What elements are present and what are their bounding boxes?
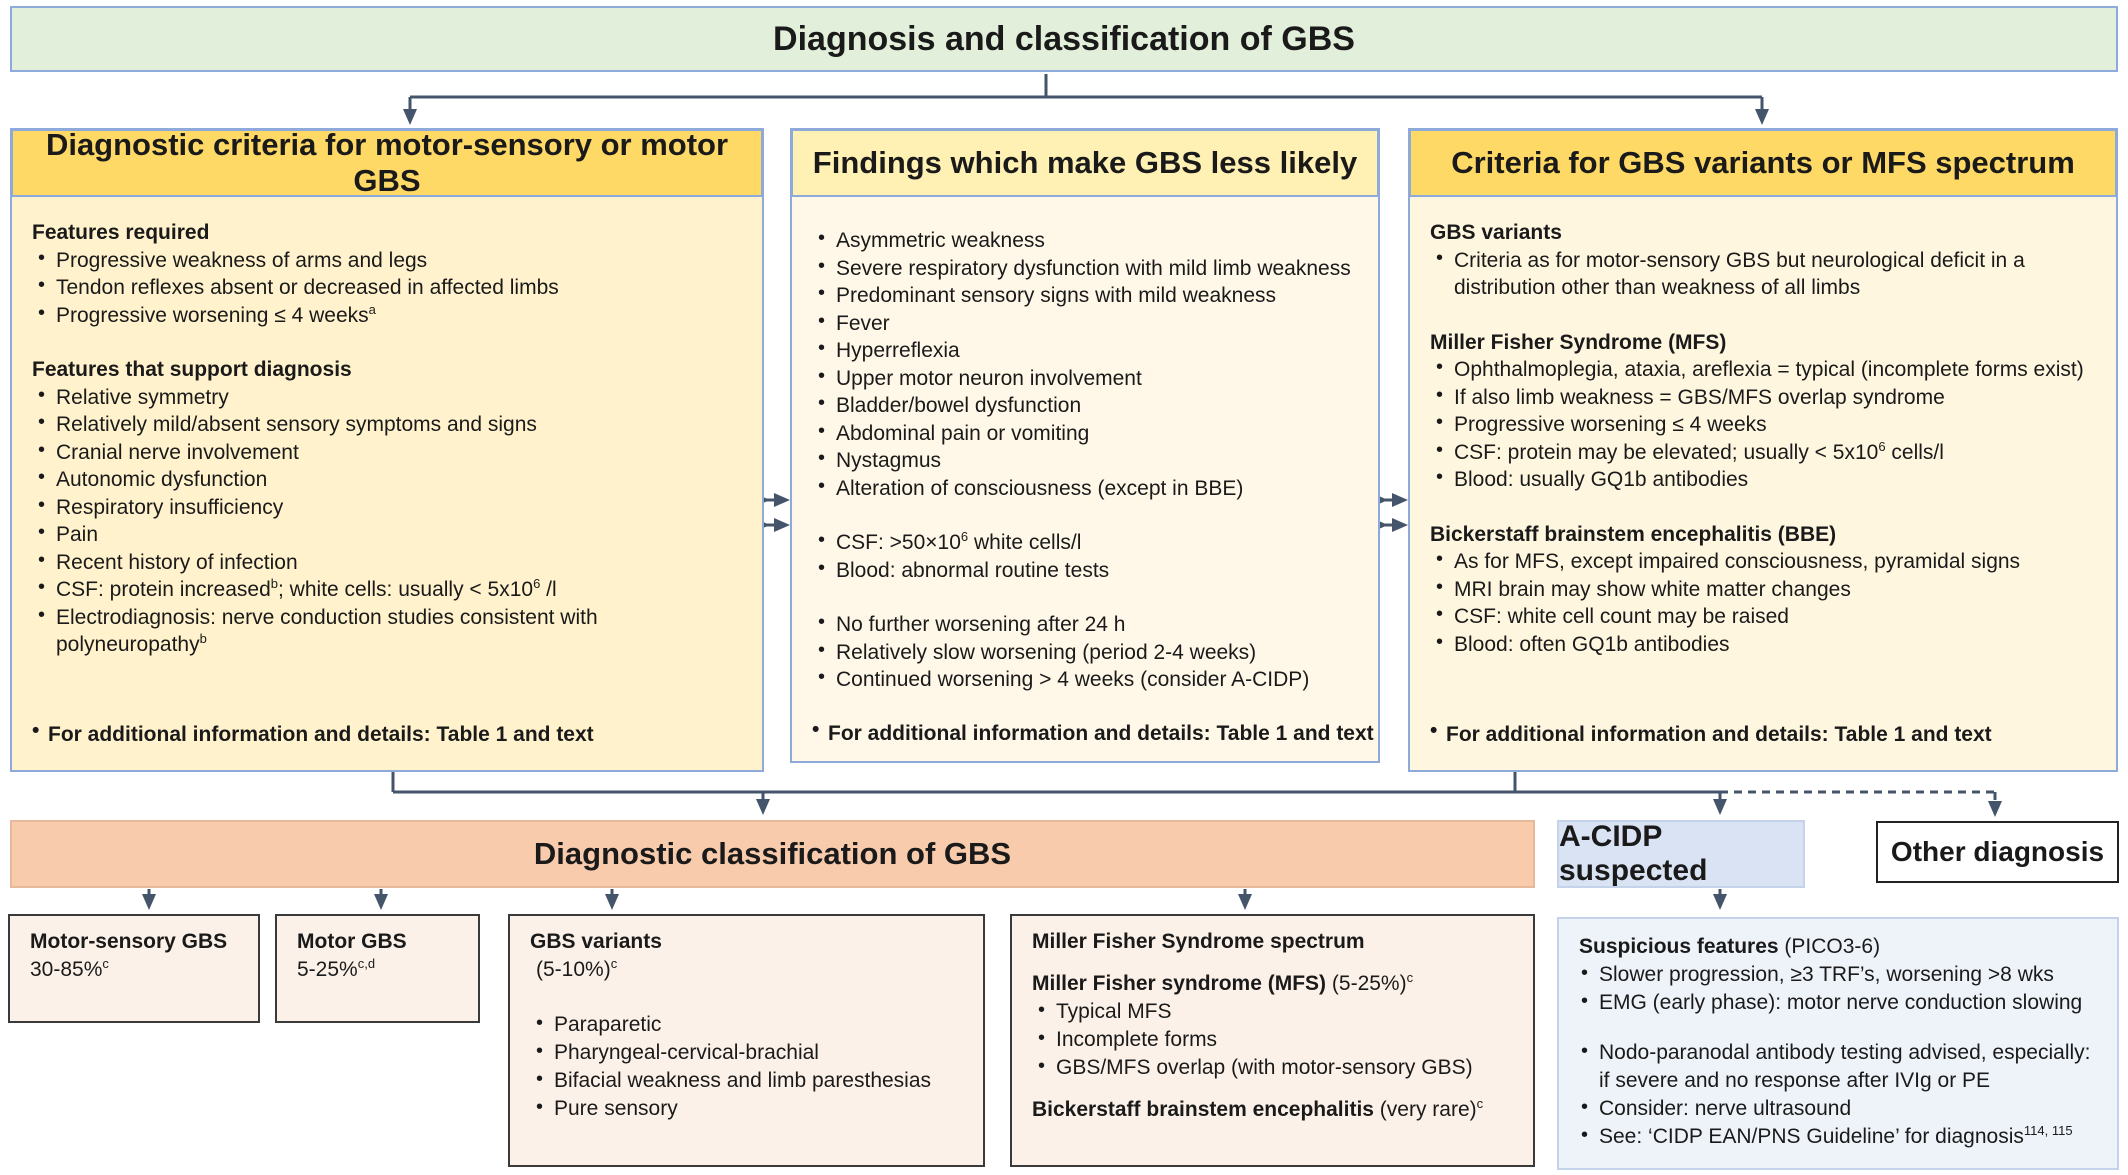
list-item: See: ‘CIDP EAN/PNS Guideline’ for diagno… <box>1579 1121 2097 1151</box>
list-item: Progressive weakness of arms and legs <box>32 245 742 275</box>
mfs-title: Miller Fisher Syndrome (MFS) <box>1430 330 1727 354</box>
list-item: Hyperreflexia <box>812 335 1358 365</box>
list-item: Severe respiratory dysfunction with mild… <box>812 253 1358 283</box>
gbs-variants-value: (5-10%)c <box>536 956 618 981</box>
list-item: Pharyngeal-cervical-brachial <box>530 1037 963 1067</box>
list-item: Bladder/bowel dysfunction <box>812 390 1358 420</box>
list-item: Consider: nerve ultrasound <box>1579 1093 2097 1123</box>
middle-column-body: Asymmetric weakness Severe respiratory d… <box>790 195 1380 763</box>
list-item: Cranial nerve involvement <box>32 437 742 467</box>
list-item: No further worsening after 24 h <box>812 609 1358 639</box>
motor-value: 5-25%c,d <box>297 956 376 981</box>
list-item: Asymmetric weakness <box>812 225 1358 255</box>
list-item: Nystagmus <box>812 445 1358 475</box>
gbs-variants-box: GBS variants (5-10%)c Paraparetic Pharyn… <box>508 914 985 1167</box>
list-item: Relative symmetry <box>32 382 742 412</box>
support-title: Features that support diagnosis <box>32 358 352 381</box>
required-list: Progressive weakness of arms and legs Te… <box>32 245 742 330</box>
list-item: Predominant sensory signs with mild weak… <box>812 280 1358 310</box>
left-column-body: Features required Progressive weakness o… <box>10 195 764 772</box>
right-footer-note: For additional information and details: … <box>1430 717 1992 749</box>
lab-list: CSF: >50×106 white cells/l Blood: abnorm… <box>812 527 1358 585</box>
mfs-subtitle: Miller Fisher syndrome (MFS) (5-25%)c <box>1032 970 1414 995</box>
motor-sensory-value: 30-85%c <box>30 956 109 981</box>
list-item: EMG (early phase): motor nerve conductio… <box>1579 987 2097 1017</box>
list-item: Incomplete forms <box>1032 1024 1513 1054</box>
left-footer-note: For additional information and details: … <box>32 717 594 749</box>
list-item: Fever <box>812 308 1358 338</box>
mfs-list: Ophthalmoplegia, ataxia, areflexia = typ… <box>1430 354 2096 494</box>
motor-title: Motor GBS <box>297 930 407 953</box>
motor-sensory-box: Motor-sensory GBS 30-85%c <box>8 914 260 1023</box>
required-title: Features required <box>32 221 210 244</box>
list-item: CSF: white cell count may be raised <box>1430 601 2096 631</box>
list-item: Respiratory insufficiency <box>32 492 742 522</box>
list-item: As for MFS, except impaired consciousnes… <box>1430 546 2096 576</box>
acidp-details-box: Suspicious features (PICO3-6) Slower pro… <box>1557 917 2119 1170</box>
list-item: Slower progression, ≥3 TRF’s, worsening … <box>1579 959 2097 989</box>
variants-title: GBS variants <box>1430 221 1562 244</box>
mfs-spectrum-list: Typical MFS Incomplete forms GBS/MFS ove… <box>1032 996 1513 1082</box>
acidp-features-title: Suspicious features (PICO3-6) <box>1579 935 1881 958</box>
acidp-title: A-CIDP suspected <box>1557 820 1805 888</box>
variants-list: Criteria as for motor-sensory GBS but ne… <box>1430 245 2096 302</box>
list-item: CSF: protein may be elevated; usually < … <box>1430 437 2096 467</box>
list-item: Ophthalmoplegia, ataxia, areflexia = typ… <box>1430 354 2096 384</box>
list-item: Blood: often GQ1b antibodies <box>1430 629 2096 659</box>
list-item: Relatively slow worsening (period 2-4 we… <box>812 637 1358 667</box>
list-item: Electrodiagnosis: nerve conduction studi… <box>32 602 742 659</box>
support-list: Relative symmetry Relatively mild/absent… <box>32 382 742 659</box>
bbe-title: Bickerstaff brainstem encephalitis (BBE) <box>1430 522 1837 546</box>
gbs-variants-list: Paraparetic Pharyngeal-cervical-brachial… <box>530 1009 963 1123</box>
list-item: Pure sensory <box>530 1093 963 1123</box>
bbe-line: Bickerstaff brainstem encephalitis (very… <box>1032 1096 1484 1121</box>
right-column-header: Criteria for GBS variants or MFS spectru… <box>1408 128 2118 198</box>
acidp-list-2: Nodo-paranodal antibody testing advised,… <box>1579 1037 2097 1151</box>
list-item: Autonomic dysfunction <box>32 464 742 494</box>
list-item: GBS/MFS overlap (with motor-sensory GBS) <box>1032 1052 1513 1082</box>
list-item: Progressive worsening ≤ 4 weeks <box>1430 409 2096 439</box>
list-item: Nodo-paranodal antibody testing advised,… <box>1579 1037 2097 1095</box>
list-item: Progressive worsening ≤ 4 weeksa <box>32 300 742 330</box>
left-column-header: Diagnostic criteria for motor-sensory or… <box>10 127 764 198</box>
list-item: Blood: usually GQ1b antibodies <box>1430 464 2096 494</box>
list-item: If also limb weakness = GBS/MFS overlap … <box>1430 382 2096 412</box>
list-item: Relatively mild/absent sensory symptoms … <box>32 409 742 439</box>
list-item: Alteration of consciousness (except in B… <box>812 473 1358 503</box>
classification-title: Diagnostic classification of GBS <box>10 820 1535 888</box>
list-item: MRI brain may show white matter changes <box>1430 574 2096 604</box>
middle-column-header: Findings which make GBS less likely <box>790 128 1380 198</box>
list-item: Recent history of infection <box>32 547 742 577</box>
list-item: Bifacial weakness and limb paresthesias <box>530 1065 963 1095</box>
mfs-spectrum-box: Miller Fisher Syndrome spectrum Miller F… <box>1010 914 1535 1167</box>
mfs-spectrum-title: Miller Fisher Syndrome spectrum <box>1032 930 1365 953</box>
main-title: Diagnosis and classification of GBS <box>10 6 2118 72</box>
list-item: CSF: protein increasedb; white cells: us… <box>32 574 742 604</box>
motor-sensory-title: Motor-sensory GBS <box>30 930 228 953</box>
right-column-body: GBS variants Criteria as for motor-senso… <box>1408 195 2118 772</box>
list-item: Upper motor neuron involvement <box>812 363 1358 393</box>
list-item: Blood: abnormal routine tests <box>812 555 1358 585</box>
motor-box: Motor GBS 5-25%c,d <box>275 914 480 1023</box>
list-item: Pain <box>32 519 742 549</box>
list-item: Typical MFS <box>1032 996 1513 1026</box>
list-item: Continued worsening > 4 weeks (consider … <box>812 664 1358 694</box>
list-item: Paraparetic <box>530 1009 963 1039</box>
list-item: Criteria as for motor-sensory GBS but ne… <box>1430 245 2096 302</box>
list-item: Abdominal pain or vomiting <box>812 418 1358 448</box>
list-item: CSF: >50×106 white cells/l <box>812 527 1358 557</box>
acidp-list-1: Slower progression, ≥3 TRF’s, worsening … <box>1579 959 2097 1017</box>
other-diagnosis-box: Other diagnosis <box>1876 821 2119 883</box>
course-list: No further worsening after 24 h Relative… <box>812 609 1358 694</box>
bbe-list: As for MFS, except impaired consciousnes… <box>1430 546 2096 659</box>
list-item: Tendon reflexes absent or decreased in a… <box>32 272 742 302</box>
gbs-variants-title: GBS variants <box>530 930 662 953</box>
less-likely-list: Asymmetric weakness Severe respiratory d… <box>812 225 1358 503</box>
middle-footer-note: For additional information and details: … <box>812 716 1374 748</box>
